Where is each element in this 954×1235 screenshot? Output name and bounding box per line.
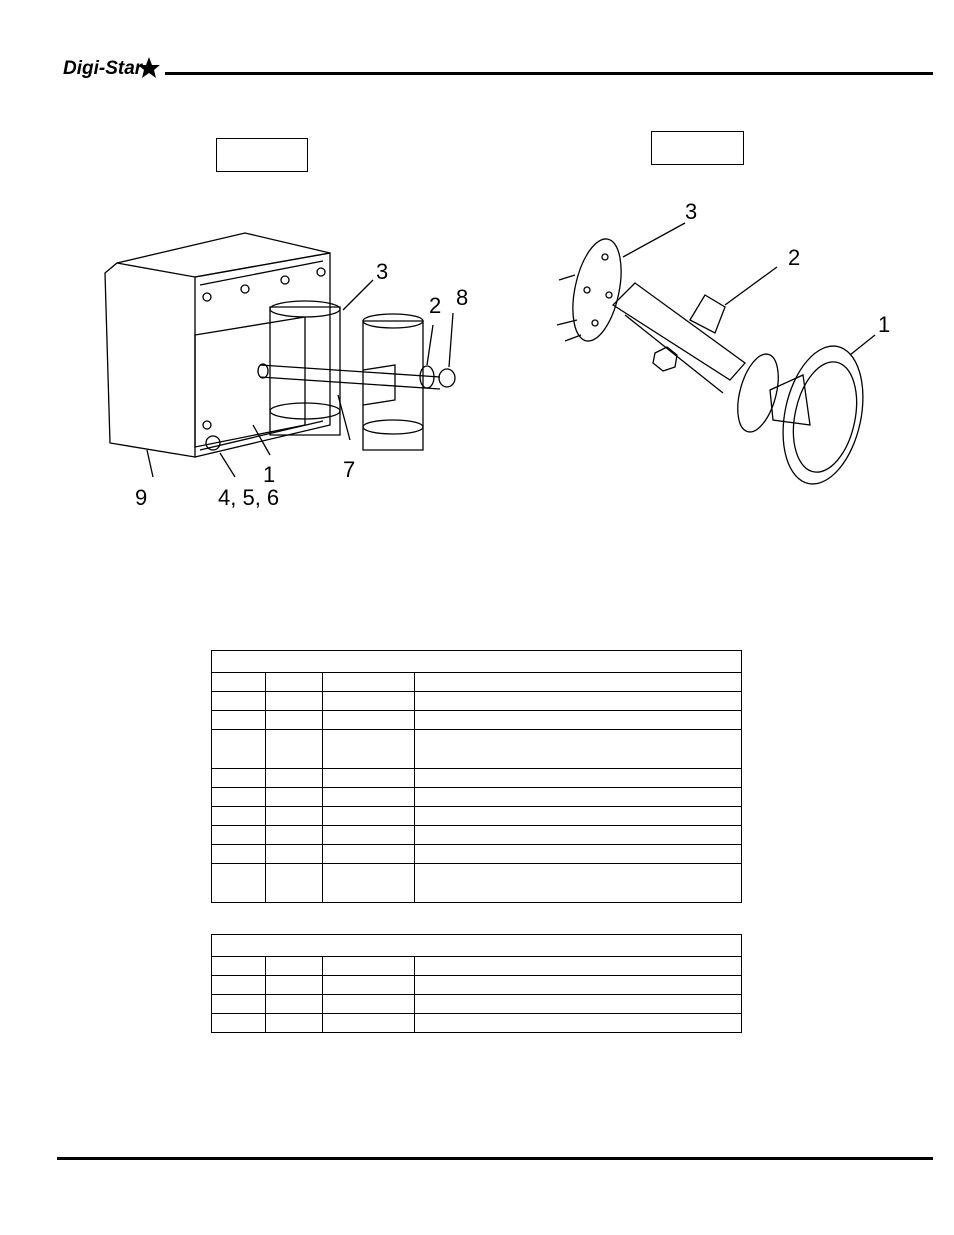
table-cell (414, 863, 742, 903)
table-cell (211, 806, 266, 826)
table-row (211, 975, 742, 995)
table-cell (265, 691, 323, 711)
table-cell (265, 768, 323, 788)
table-cell (414, 768, 742, 788)
table-cell (414, 672, 742, 692)
table-cell (211, 672, 266, 692)
table-cell (265, 806, 323, 826)
table-cell (211, 844, 266, 864)
table-row (211, 787, 742, 807)
table-row (211, 710, 742, 730)
table-cell (265, 975, 323, 995)
table-cell (322, 1013, 415, 1033)
table-cell (322, 710, 415, 730)
table-cell (211, 825, 266, 845)
callout-8: 8 (456, 285, 468, 310)
table-cell (414, 691, 742, 711)
table-cell (211, 1013, 266, 1033)
table-cell (211, 768, 266, 788)
table-cell (414, 844, 742, 864)
table-cell (414, 975, 742, 995)
table-cell (322, 672, 415, 692)
callout-9: 9 (135, 485, 147, 510)
table-cell (265, 844, 323, 864)
table-cell (265, 994, 323, 1014)
table-row (211, 691, 742, 711)
digi-star-logo: Digi-Star (63, 57, 160, 79)
table-row (211, 994, 742, 1014)
parts-table-2 (211, 934, 742, 1033)
table-cell (414, 710, 742, 730)
table-cell (211, 729, 266, 769)
table-title-row (211, 650, 742, 673)
table-cell (265, 672, 323, 692)
table-row (211, 768, 742, 788)
table-cell (322, 806, 415, 826)
table-cell (322, 787, 415, 807)
table-row (211, 729, 742, 769)
figure-left-caption-box (216, 138, 308, 172)
table-cell (414, 994, 742, 1014)
table-title (211, 650, 742, 673)
indicator-pipe-mount-drawing: 3 2 8 1 7 9 4, 5, 6 (104, 232, 468, 510)
callout-4-5-6: 4, 5, 6 (218, 485, 279, 510)
table-cell (322, 844, 415, 864)
callout-3: 3 (376, 259, 388, 284)
table-row (211, 844, 742, 864)
table-cell (322, 863, 415, 903)
table-cell (322, 691, 415, 711)
callout-7: 7 (343, 457, 355, 482)
table-cell (265, 825, 323, 845)
table-cell (414, 787, 742, 807)
table-cell (211, 956, 266, 976)
table-title (211, 934, 742, 957)
table-cell (414, 1013, 742, 1033)
callout-2: 2 (788, 245, 800, 270)
table-cell (211, 691, 266, 711)
table-row (211, 1013, 742, 1033)
table-cell (322, 994, 415, 1014)
table-cell (414, 729, 742, 769)
table-cell (265, 787, 323, 807)
table-cell (265, 1013, 323, 1033)
table-cell (322, 768, 415, 788)
table-cell (265, 710, 323, 730)
table-cell (414, 825, 742, 845)
suction-cup-mount-drawing: 3 2 1 (556, 199, 890, 485)
footer-rule (57, 1157, 933, 1160)
callout-2: 2 (429, 293, 441, 318)
table-cell (211, 975, 266, 995)
callout-3: 3 (685, 199, 697, 224)
svg-text:Digi-Star: Digi-Star (63, 58, 144, 79)
callout-1: 1 (263, 462, 275, 487)
table-cell (414, 956, 742, 976)
table-cell (211, 994, 266, 1014)
table-row (211, 863, 742, 903)
table-cell (322, 825, 415, 845)
header-rule (165, 72, 933, 75)
table-cell (322, 729, 415, 769)
table-row (211, 806, 742, 826)
table-row (211, 672, 742, 692)
table-cell (265, 729, 323, 769)
table-row (211, 956, 742, 976)
table-cell (211, 710, 266, 730)
table-cell (211, 863, 266, 903)
figure-right-caption-box (651, 131, 744, 165)
table-cell (414, 806, 742, 826)
table-cell (211, 787, 266, 807)
table-row (211, 825, 742, 845)
table-cell (322, 956, 415, 976)
table-cell (265, 863, 323, 903)
table-cell (322, 975, 415, 995)
callout-1: 1 (878, 312, 890, 337)
table-cell (265, 956, 323, 976)
table-title-row (211, 934, 742, 957)
parts-table-1 (211, 650, 742, 903)
